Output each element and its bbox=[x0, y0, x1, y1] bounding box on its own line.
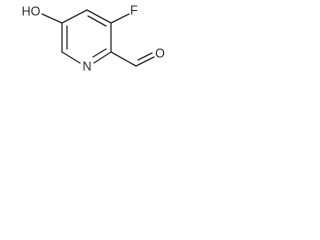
ring-bond-c4-c3-inner bbox=[87, 15, 107, 27]
bond-aldehyde-co-outer bbox=[135, 56, 155, 67]
ring-bond-c5-c4 bbox=[61, 9, 88, 24]
bond-aldehyde-co-inner bbox=[137, 52, 153, 61]
ring-bond-c2-n bbox=[93, 51, 112, 64]
ring-bond-c2-n-inner bbox=[92, 48, 107, 58]
hydroxyl-label: HO bbox=[22, 4, 41, 18]
bond-c5-hydroxyl bbox=[41, 13, 63, 24]
fluorine-label: F bbox=[130, 3, 138, 17]
bond-c3-fluorine bbox=[110, 13, 130, 24]
bond-c2-aldehyde-carbon bbox=[110, 51, 137, 67]
substituent-bonds bbox=[41, 13, 155, 67]
pyridine-ring bbox=[61, 9, 112, 64]
ring-bond-c4-c3 bbox=[86, 9, 112, 24]
carbonyl-oxygen-label: O bbox=[155, 46, 165, 60]
nitrogen-label: N bbox=[82, 59, 91, 73]
ring-bond-n-c6 bbox=[61, 51, 81, 64]
chemical-structure: HO F N O bbox=[22, 3, 166, 73]
